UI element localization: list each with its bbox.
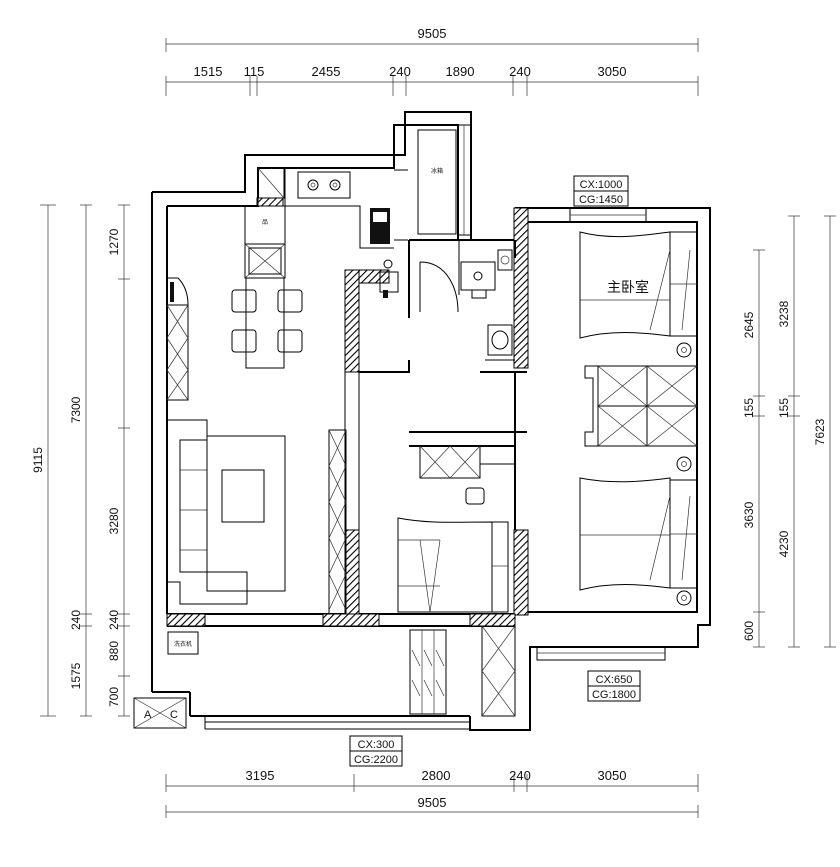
top-seg-3: 2455 [312,64,341,79]
left-seg-240: 240 [107,610,121,630]
right-seg-155b: 155 [777,398,791,418]
washer-label: 洗衣机 [174,640,192,648]
svg-text:CG:1450: CG:1450 [579,194,623,206]
left-storage [166,277,189,401]
right-seg-155a: 155 [742,398,756,418]
master-bed-lower [579,456,698,606]
ac-label-a: A [144,709,152,721]
bottom-seg-3: 240 [509,768,531,783]
fridge [417,129,457,235]
bottom-dimensions: 3195 2800 240 3050 9505 [165,768,699,818]
dining-table [245,277,285,369]
dining-area: 品 [231,205,303,369]
left-outer-dim: 9115 [31,447,45,473]
left-mid-dim: 7300 [69,396,83,423]
left-mid-1575: 1575 [69,662,83,689]
bathroom [419,240,515,361]
top-seg-4: 240 [389,64,411,79]
right-dimensions: 2645 155 3630 600 3238 155 4230 7623 [742,215,836,648]
svg-text:CG:2200: CG:2200 [354,754,398,766]
bottom-seg-4: 3050 [598,768,627,783]
living-room [167,419,347,615]
bottom-total-dim: 9505 [418,795,447,810]
left-seg-3280: 3280 [107,507,121,534]
left-seg-700: 700 [107,687,121,707]
left-dimensions: 9115 7300 240 1575 1270 3280 240 880 700 [31,204,130,717]
right-seg-600: 600 [742,621,756,641]
wardrobes [584,365,698,447]
rug [206,435,286,592]
svg-text:CX:300: CX:300 [358,739,395,751]
tv-cabinet [328,429,347,615]
bottom-seg-2: 2800 [422,768,451,783]
right-seg-3238: 3238 [777,300,791,327]
coffee-table [221,469,265,523]
balcony: 洗衣机 [167,625,516,717]
ac-label-c: C [170,709,178,721]
ac-unit: A C [133,697,187,729]
right-seg-2645: 2645 [742,311,756,338]
second-bedroom [397,445,516,613]
left-mid-240: 240 [69,610,83,630]
svg-text:CX:1000: CX:1000 [580,179,623,191]
left-seg-1270: 1270 [107,228,121,255]
svg-text:CX:650: CX:650 [596,674,633,686]
bottom-seg-1: 3195 [246,768,275,783]
window-tag-master-top: CX:1000 CG:1450 [573,175,629,207]
windows [457,124,666,661]
kitchen: 冰箱 [257,129,457,298]
svg-text:品: 品 [262,219,268,226]
fridge-label: 冰箱 [431,167,443,175]
left-seg-880: 880 [107,641,121,661]
dining-chairs [231,289,303,353]
top-seg-7: 3050 [598,64,627,79]
structural-walls [166,197,529,627]
right-seg-4230: 4230 [777,530,791,557]
top-dimensions: 9505 1515 115 2455 240 1890 240 3050 [165,26,699,96]
master-bedroom-label: 主卧室 [607,279,649,295]
exterior-walls [151,111,711,731]
svg-text:CG:1800: CG:1800 [592,689,636,701]
top-seg-6: 240 [509,64,531,79]
window-tag-master-bottom: CX:650 CG:1800 [587,670,641,702]
top-seg-2: 115 [244,64,265,79]
right-outer-dim: 7623 [813,418,827,445]
cooktop [297,171,351,199]
master-bedroom: 主卧室 [579,231,698,358]
top-seg-5: 1890 [446,64,475,79]
top-seg-1: 1515 [194,64,223,79]
window-tag-balcony: CX:300 CG:2200 [349,735,403,767]
right-seg-3630: 3630 [742,501,756,528]
top-total-dim: 9505 [418,26,447,41]
